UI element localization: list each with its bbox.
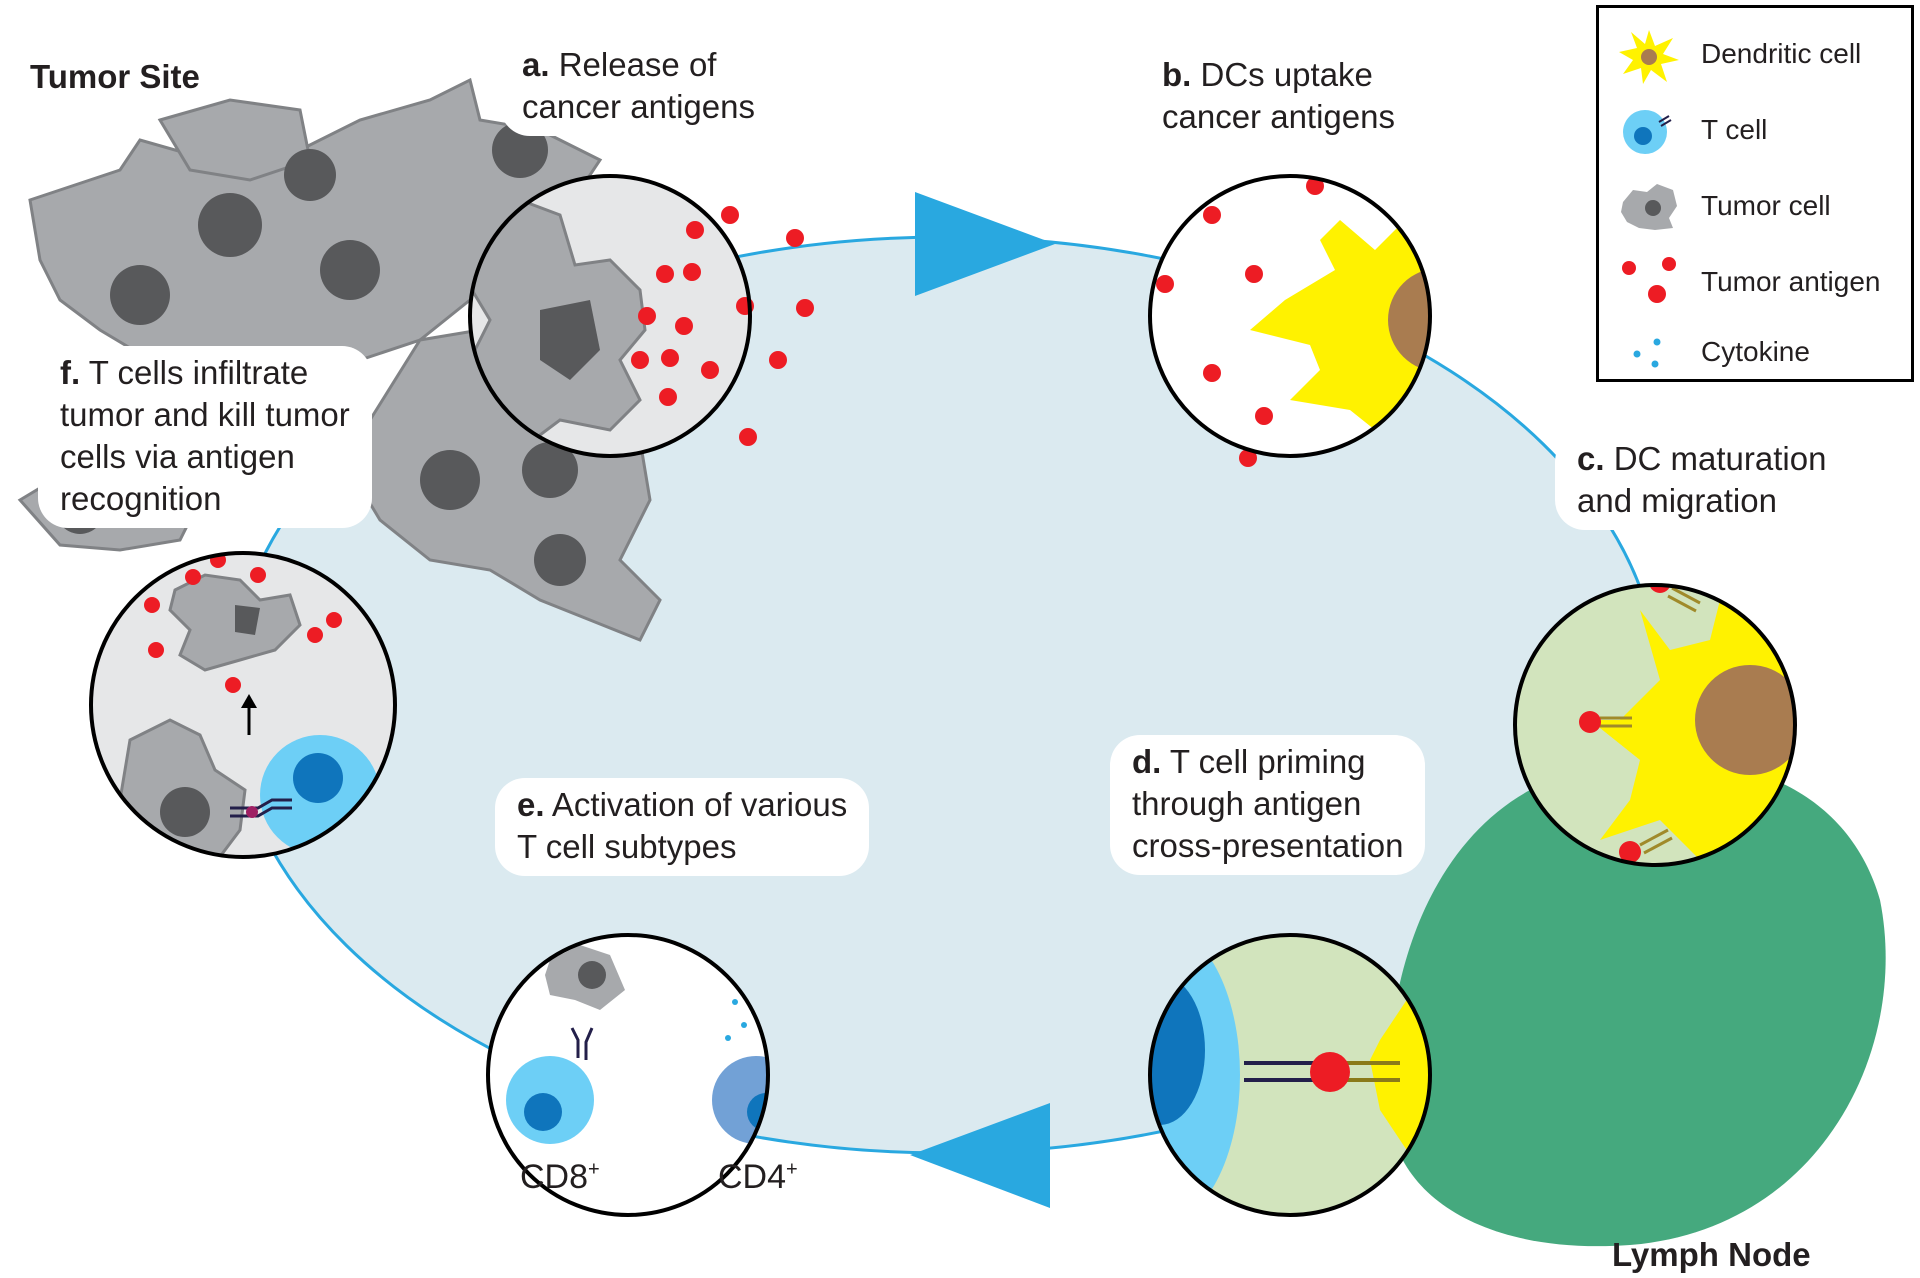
flow-arrow-top xyxy=(915,192,1055,296)
step-b-letter: b. xyxy=(1162,56,1192,93)
t-cell-icon xyxy=(1623,110,1672,154)
antigens-b xyxy=(1156,177,1324,467)
step-e-label: e. Activation of various T cell subtypes xyxy=(495,778,870,876)
step-c-letter: c. xyxy=(1577,440,1605,477)
tumor-antigen-icon xyxy=(1622,257,1676,303)
step-a-letter: a. xyxy=(522,46,550,83)
cd4-sup: + xyxy=(786,1158,798,1181)
step-e-letter: e. xyxy=(517,786,545,823)
cytokine-icon xyxy=(1633,338,1661,368)
tumor-site-title: Tumor Site xyxy=(30,58,200,95)
tumor-cell-icon xyxy=(1621,184,1677,230)
legend-item-dendritic-cell: Dendritic cell xyxy=(1599,26,1911,86)
step-a-label: a. Release of cancer antigens xyxy=(500,38,777,136)
legend-item-tumor-cell: Tumor cell xyxy=(1599,178,1911,238)
legend-item-t-cell: T cell xyxy=(1599,102,1911,162)
step-e-circle xyxy=(486,933,770,1217)
flow-arrow-bottom xyxy=(910,1103,1050,1208)
step-d-circle xyxy=(1148,933,1432,1217)
legend-item-tumor-antigen: Tumor antigen xyxy=(1599,254,1911,314)
step-c-label: c. DC maturation and migration xyxy=(1555,432,1849,530)
legend-label-dendritic-cell: Dendritic cell xyxy=(1701,38,1862,69)
step-f-text: T cells infiltrate tumor and kill tumor … xyxy=(60,354,350,517)
legend: Dendritic cell T cell Tumor cell Tumor a… xyxy=(1596,5,1914,382)
antigens-a xyxy=(631,206,814,446)
step-d-label: d. T cell priming through antigen cross-… xyxy=(1110,735,1426,875)
step-a-circle xyxy=(468,174,814,458)
legend-label-tumor-antigen: Tumor antigen xyxy=(1701,266,1881,297)
cd8-label: CD8+ xyxy=(520,1158,600,1197)
step-a-text: Release of cancer antigens xyxy=(522,46,755,125)
legend-label-tumor-cell: Tumor cell xyxy=(1701,190,1831,221)
step-f-circle xyxy=(89,551,397,859)
step-f-label: f. T cells infiltrate tumor and kill tum… xyxy=(38,346,372,528)
step-d-text: T cell priming through antigen cross-pre… xyxy=(1132,743,1404,864)
lymph-node-title: Lymph Node xyxy=(1612,1236,1811,1273)
step-b-circle xyxy=(1148,174,1432,467)
cd4-text: CD4 xyxy=(718,1158,787,1196)
step-d-letter: d. xyxy=(1132,743,1162,780)
step-f-letter: f. xyxy=(60,354,81,391)
legend-label-cytokine: Cytokine xyxy=(1701,336,1810,367)
lymph-node xyxy=(1388,760,1886,1247)
cd8-text: CD8 xyxy=(520,1158,589,1196)
step-e-text: Activation of various T cell subtypes xyxy=(517,786,848,865)
cd4-label: CD4+ xyxy=(718,1158,798,1197)
cd8-sup: + xyxy=(588,1158,600,1181)
step-b-label: b. DCs uptake cancer antigens xyxy=(1140,48,1417,146)
legend-label-t-cell: T cell xyxy=(1701,114,1768,145)
step-b-text: DCs uptake cancer antigens xyxy=(1162,56,1395,135)
step-c-text: DC maturation and migration xyxy=(1577,440,1827,519)
dendritic-cell-icon xyxy=(1619,30,1679,84)
step-c-circle xyxy=(1513,583,1797,867)
legend-item-cytokine: Cytokine xyxy=(1599,324,1911,384)
